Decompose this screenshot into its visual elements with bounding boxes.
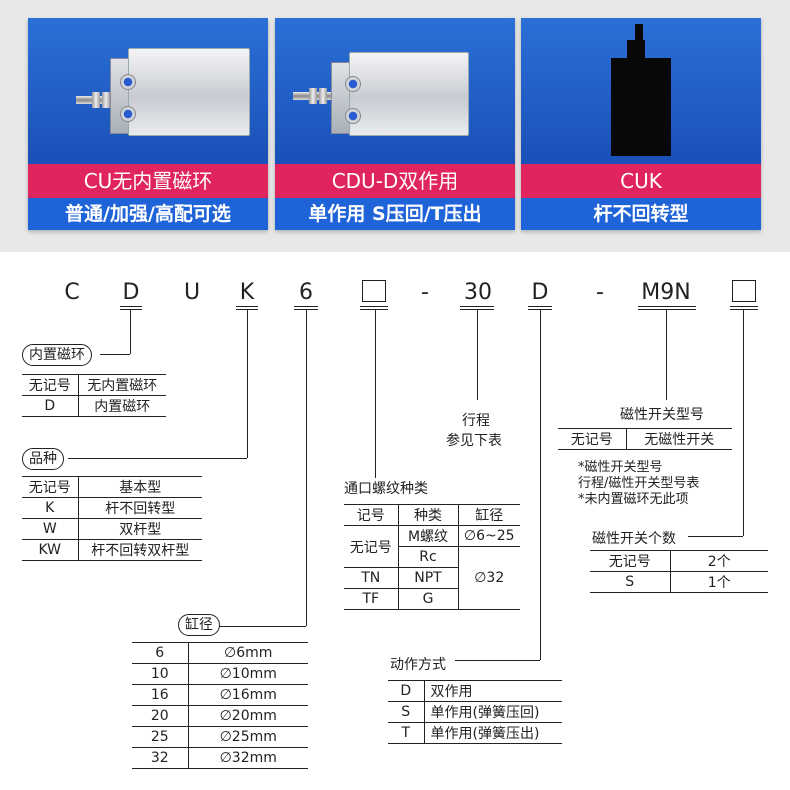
code-char-d-action: D <box>531 280 549 305</box>
port-thread-table: 记号 种类 缸径 无记号 M螺纹 ∅6~25 Rc ∅32 TN NPT TF … <box>344 504 520 610</box>
variety-label: 品种 <box>22 448 64 470</box>
code-char-30: 30 <box>464 280 492 305</box>
port-thread-label: 通口螺纹种类 <box>344 481 428 497</box>
table-row: 16∅16mm <box>132 684 308 706</box>
switch-note-2: 行程/磁性开关型号表 <box>578 476 700 491</box>
panel-title: CUK <box>521 164 761 198</box>
bore-label: 缸径 <box>178 614 220 636</box>
table-row: 无记号无内置磁环 <box>22 374 166 396</box>
stroke-note: 参见下表 <box>446 433 502 449</box>
panel-subtitle: 单作用 S压回/T压出 <box>275 198 515 230</box>
product-photo-cuk <box>521 18 761 164</box>
table-row: 25∅25mm <box>132 726 308 748</box>
code-box-port-thread <box>362 280 386 302</box>
product-panel-cuk[interactable]: CUK 杆不回转型 <box>521 18 761 230</box>
table-row: 20∅20mm <box>132 705 308 727</box>
code-box-switch-count <box>732 280 756 302</box>
switch-note-3: *未内置磁环无此项 <box>578 492 689 507</box>
table-row: 无记号 M螺纹 ∅6~25 <box>344 525 520 568</box>
panel-title: CU无内置磁环 <box>28 164 268 198</box>
magnet-ring-label: 内置磁环 <box>22 344 92 366</box>
code-char-d: D <box>122 280 140 305</box>
table-row: TF G <box>344 588 520 610</box>
code-char-m9n: M9N <box>641 280 691 305</box>
switch-count-label: 磁性开关个数 <box>592 531 676 547</box>
product-panel-cu[interactable]: CU无内置磁环 普通/加强/高配可选 <box>28 18 268 230</box>
code-char-c: C <box>64 280 80 305</box>
bore-table: 6∅6mm 10∅10mm 16∅16mm 20∅20mm 25∅25mm 32… <box>132 642 308 769</box>
code-char-u: U <box>183 280 201 305</box>
action-label: 动作方式 <box>390 657 446 673</box>
table-row: 无记号基本型 <box>22 476 202 498</box>
table-row: 记号 种类 缸径 <box>344 504 520 526</box>
product-photo-cu <box>28 18 268 164</box>
code-dash: - <box>421 280 429 305</box>
panel-subtitle: 杆不回转型 <box>521 198 761 230</box>
panel-subtitle: 普通/加强/高配可选 <box>28 198 268 230</box>
code-char-k: K <box>239 280 255 305</box>
switch-model-table: 无记号无磁性开关 <box>558 428 732 450</box>
panel-title: CDU-D双作用 <box>275 164 515 198</box>
product-panel-cdu-d[interactable]: CDU-D双作用 单作用 S压回/T压出 <box>275 18 515 230</box>
stroke-label: 行程 <box>462 413 490 429</box>
product-photo-cdu-d <box>275 18 515 164</box>
switch-model-label: 磁性开关型号 <box>620 407 704 423</box>
table-row: 32∅32mm <box>132 747 308 769</box>
table-row: Rc ∅32 <box>344 546 520 610</box>
code-char-6: 6 <box>299 280 313 305</box>
table-row: 10∅10mm <box>132 663 308 685</box>
table-row: TN NPT <box>344 567 520 589</box>
switch-note-1: *磁性开关型号 <box>578 460 663 475</box>
table-row: 6∅6mm <box>132 642 308 664</box>
code-dash: - <box>596 280 604 305</box>
table-row: 无记号无磁性开关 <box>558 428 732 450</box>
